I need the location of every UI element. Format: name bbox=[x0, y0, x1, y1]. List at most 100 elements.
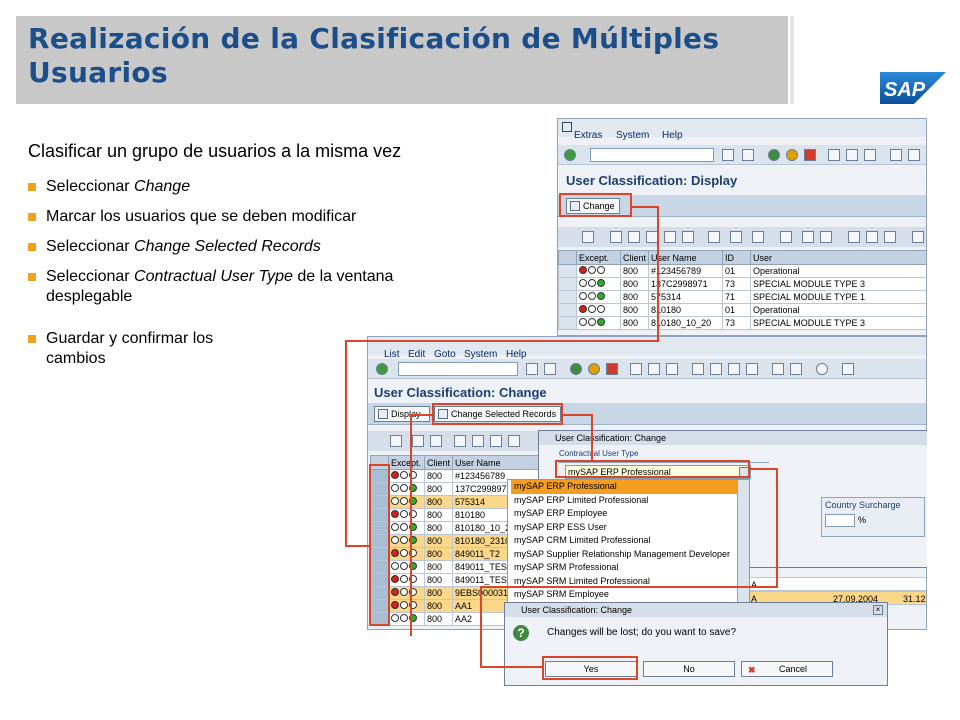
print-list-icon[interactable] bbox=[708, 231, 720, 243]
exit-icon[interactable] bbox=[588, 363, 600, 375]
sort-desc-icon[interactable] bbox=[472, 435, 484, 447]
back-icon[interactable] bbox=[544, 363, 556, 375]
info-icon[interactable] bbox=[912, 231, 924, 243]
menu-system[interactable]: System bbox=[616, 130, 650, 141]
find-next-icon[interactable] bbox=[864, 149, 876, 161]
no-button[interactable]: No bbox=[643, 661, 735, 677]
row-selector[interactable] bbox=[370, 612, 389, 626]
subtotal-icon[interactable] bbox=[682, 231, 694, 243]
change-button[interactable]: Change bbox=[566, 198, 620, 214]
col-user-name[interactable]: User Name bbox=[452, 455, 540, 470]
sort-asc-icon[interactable] bbox=[454, 435, 466, 447]
country-surcharge-input[interactable] bbox=[825, 514, 855, 527]
abc-icon[interactable] bbox=[866, 231, 878, 243]
col-client[interactable]: Client bbox=[423, 455, 454, 470]
view-icon[interactable] bbox=[780, 231, 792, 243]
menu-edit[interactable]: Edit bbox=[408, 349, 426, 360]
back-green-icon[interactable] bbox=[570, 363, 582, 375]
row-selector[interactable] bbox=[558, 303, 577, 317]
graphic-icon[interactable] bbox=[848, 231, 860, 243]
first-page-icon[interactable] bbox=[890, 149, 902, 161]
details-icon[interactable] bbox=[390, 435, 402, 447]
sort-desc-icon[interactable] bbox=[628, 231, 640, 243]
table-row[interactable]: 8009EBS000031 bbox=[370, 586, 540, 600]
command-field[interactable] bbox=[590, 148, 714, 162]
layout-icon[interactable] bbox=[752, 231, 764, 243]
change-selected-records-button[interactable]: Change Selected Records bbox=[434, 406, 562, 422]
col-except[interactable]: Except. bbox=[576, 250, 621, 265]
enter-icon[interactable] bbox=[564, 149, 576, 161]
menu-extras[interactable]: Extras bbox=[574, 130, 603, 141]
row-selector[interactable] bbox=[370, 586, 389, 600]
back-green-icon[interactable] bbox=[768, 149, 780, 161]
find-icon[interactable] bbox=[846, 149, 858, 161]
menu-help[interactable]: Help bbox=[506, 349, 527, 360]
customize-icon[interactable] bbox=[842, 363, 854, 375]
menu-system[interactable]: System bbox=[464, 349, 498, 360]
cancel-button[interactable]: ✖ Cancel bbox=[741, 661, 833, 677]
row-selector[interactable] bbox=[370, 508, 389, 522]
listbox-option[interactable]: mySAP ERP ESS User bbox=[514, 521, 607, 532]
total-icon[interactable] bbox=[664, 231, 676, 243]
row-selector[interactable] bbox=[558, 264, 577, 278]
filter-icon[interactable] bbox=[490, 435, 502, 447]
find-icon[interactable] bbox=[648, 363, 660, 375]
sort-asc-icon[interactable] bbox=[610, 231, 622, 243]
menu-list[interactable]: List bbox=[384, 349, 400, 360]
listbox-option[interactable]: mySAP SRM Professional bbox=[514, 562, 619, 572]
excel-icon[interactable] bbox=[802, 231, 814, 243]
cancel-icon[interactable] bbox=[804, 149, 816, 161]
exit-icon[interactable] bbox=[786, 149, 798, 161]
prev-page-icon[interactable] bbox=[710, 363, 722, 375]
listbox-option[interactable]: mySAP Supplier Relationship Management D… bbox=[514, 548, 730, 559]
refresh-icon[interactable] bbox=[412, 435, 424, 447]
print-icon[interactable] bbox=[630, 363, 642, 375]
select-all-cell[interactable] bbox=[558, 250, 577, 265]
listbox-option[interactable]: mySAP CRM Limited Professional bbox=[514, 535, 651, 545]
row-selector[interactable] bbox=[558, 277, 577, 291]
print-icon[interactable] bbox=[828, 149, 840, 161]
listbox-option[interactable]: mySAP SRM Limited Professional bbox=[514, 575, 650, 586]
cancel-icon[interactable] bbox=[606, 363, 618, 375]
menu-help[interactable]: Help bbox=[662, 130, 683, 141]
enter-icon[interactable] bbox=[376, 363, 388, 375]
last-page-icon[interactable] bbox=[746, 363, 758, 375]
col-user-name[interactable]: User Name bbox=[648, 250, 724, 265]
col-id[interactable]: ID bbox=[722, 250, 752, 265]
export-icon[interactable] bbox=[730, 231, 742, 243]
create-session-icon[interactable] bbox=[772, 363, 784, 375]
total-icon[interactable] bbox=[508, 435, 520, 447]
help-icon[interactable] bbox=[816, 363, 828, 375]
grid-icon[interactable] bbox=[884, 231, 896, 243]
row-selector[interactable] bbox=[370, 599, 389, 613]
command-field[interactable] bbox=[398, 362, 518, 376]
listbox-option[interactable]: mySAP ERP Limited Professional bbox=[514, 494, 649, 505]
col-user[interactable]: User bbox=[750, 250, 926, 265]
listbox-scrollbar[interactable] bbox=[737, 480, 749, 604]
col-except[interactable]: Except. bbox=[388, 455, 425, 470]
contractual-user-type-select[interactable]: mySAP ERP Professional bbox=[565, 465, 751, 479]
menu-goto[interactable]: Goto bbox=[434, 349, 456, 360]
row-selector[interactable] bbox=[558, 316, 577, 330]
find-next-icon[interactable] bbox=[666, 363, 678, 375]
close-icon[interactable]: × bbox=[873, 605, 883, 615]
first-page-icon[interactable] bbox=[692, 363, 704, 375]
next-page-icon[interactable] bbox=[728, 363, 740, 375]
details-icon[interactable] bbox=[582, 231, 594, 243]
listbox-option[interactable]: mySAP ERP Professional bbox=[511, 480, 749, 494]
row-selector[interactable] bbox=[558, 290, 577, 304]
word-icon[interactable] bbox=[820, 231, 832, 243]
listbox-option[interactable]: mySAP ERP Employee bbox=[514, 508, 608, 518]
back-icon[interactable] bbox=[742, 149, 754, 161]
save-icon[interactable] bbox=[526, 363, 538, 375]
row-selector[interactable] bbox=[370, 534, 389, 548]
display-button[interactable]: Display bbox=[374, 406, 430, 422]
prev-page-icon[interactable] bbox=[908, 149, 920, 161]
select-icon[interactable] bbox=[430, 435, 442, 447]
